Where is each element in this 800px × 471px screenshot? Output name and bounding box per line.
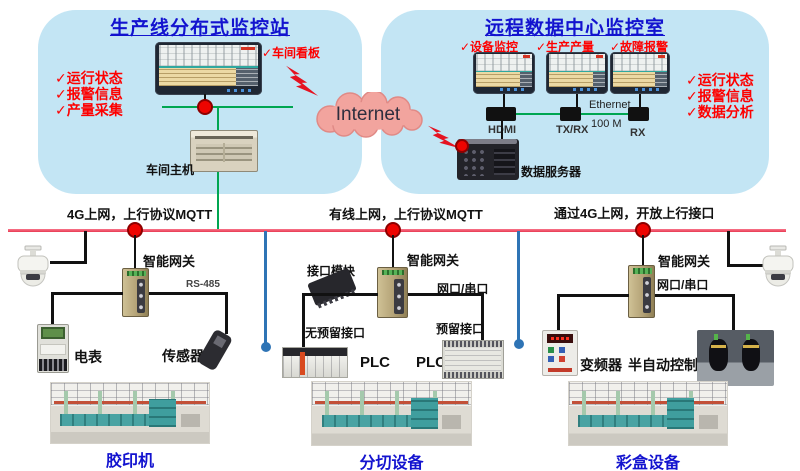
factory-label-carton: 彩盒设备 [615, 455, 680, 471]
datacenter-checklist: ✓运行状态 ✓报警信息 ✓数据分析 [686, 72, 754, 120]
divider-dot [261, 342, 271, 352]
screen-plant-view [159, 45, 258, 67]
vfd-inverter-device [542, 330, 578, 376]
txrx-label: TX/RX [556, 124, 589, 136]
factory-photo-carton [568, 381, 728, 446]
ptz-camera-icon [758, 245, 798, 295]
energy-meter-device [37, 324, 69, 373]
monitor-label-fault: ✓故障报警 [610, 40, 669, 54]
workshop-board-monitor [155, 42, 262, 95]
bus-label-4g: 4G上网，上行协议MQTT [67, 207, 213, 222]
rx-converter-box [628, 107, 649, 121]
server-label: 数据服务器 [521, 165, 582, 179]
monitor-screen [159, 45, 258, 86]
plc-rack-device [282, 347, 348, 378]
port-label: 网口/串口 [437, 282, 489, 296]
check-item: ✓报警信息 [686, 88, 754, 104]
check-item: ✓报警信息 [55, 86, 123, 102]
gateway-label: 智能网关 [407, 253, 460, 268]
ethernet-line [581, 113, 628, 115]
smart-gateway-device [628, 265, 655, 318]
monitor-label-output: ✓生产产量 [536, 40, 595, 54]
datacenter-panel-title: 远程数据中心监控室 [484, 18, 665, 39]
bus-label-open-api: 通过4G上网，开放上行接口 [554, 206, 715, 221]
datacenter-monitor-1 [473, 52, 535, 94]
speed-label: 100 M [591, 118, 622, 130]
check-item: ✓运行状态 [686, 72, 754, 88]
workshop-panel-title: 生产线分布式监控站 [109, 18, 290, 39]
smart-gateway-device [377, 267, 408, 318]
workshop-checklist: ✓运行状态 ✓报警信息 ✓产量采集 [55, 70, 123, 118]
plc-brick-device [442, 340, 504, 379]
check-item: ✓运行状态 [55, 70, 123, 86]
connector-dot [455, 139, 469, 153]
section-divider [264, 231, 267, 344]
data-server [457, 139, 519, 180]
lightning-icon [286, 65, 319, 96]
plc-label: PLC [360, 354, 390, 371]
controller-label: 半自动控制器 [628, 357, 712, 373]
board-label: ✓车间看板 [262, 46, 321, 60]
gateway-label: 智能网关 [658, 254, 711, 269]
no-reserved-port-label: 无预留接口 [305, 326, 366, 340]
check-item: ✓产量采集 [55, 102, 123, 118]
internet-cloud: Internet [306, 90, 430, 138]
meter-label: 电表 [74, 349, 102, 365]
datacenter-panel [381, 10, 769, 194]
lightning-icon [428, 125, 461, 149]
gateway-label: 智能网关 [143, 254, 196, 269]
factory-label-slitting: 分切设备 [359, 455, 424, 471]
monitor-label-device: ✓设备监控 [460, 40, 519, 54]
port-label: 网口/串口 [657, 278, 709, 292]
factory-label-offset-press: 胶印机 [105, 453, 154, 470]
sensor-label: 传感器 [162, 348, 204, 364]
vfd-label: 变频器 [580, 357, 622, 373]
bus-label-wired: 有线上网，上行协议MQTT [329, 207, 483, 222]
rx-label: RX [630, 127, 646, 139]
connector-dot [197, 99, 213, 115]
semi-auto-controller-device [697, 330, 774, 386]
hdmi-converter-box [486, 107, 516, 121]
plc-label: PLC [416, 354, 446, 371]
check-item: ✓数据分析 [686, 104, 754, 120]
ptz-camera-icon [13, 245, 53, 295]
txrx-converter-box [560, 107, 581, 121]
smart-gateway-device [122, 268, 149, 317]
factory-photo-offset-press [50, 382, 210, 444]
datacenter-monitor-3 [610, 52, 670, 94]
host-label: 车间主机 [146, 163, 195, 177]
section-divider [517, 231, 520, 342]
workshop-lan-line [162, 106, 293, 108]
datacenter-monitor-2 [546, 52, 608, 94]
cloud-icon [316, 90, 423, 138]
divider-dot [514, 339, 524, 349]
workshop-host-pc [190, 130, 258, 172]
reserved-port-label: 预留接口 [436, 322, 485, 336]
internet-label: Internet [335, 104, 401, 125]
ethernet-label: Ethernet [589, 99, 631, 111]
rs485-label: RS-485 [186, 279, 220, 290]
factory-photo-slitting [311, 381, 472, 446]
ct-sensor-device [196, 328, 234, 373]
screen-data-table [159, 67, 237, 86]
ethernet-line [516, 113, 560, 115]
